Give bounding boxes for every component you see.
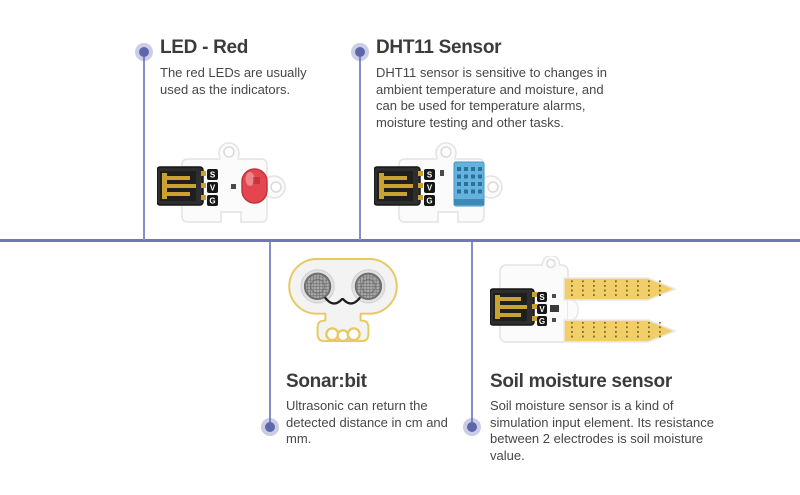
dht11-title: DHT11 Sensor [376,37,502,58]
svg-text:V: V [210,184,216,193]
led-timeline-dot [139,47,149,57]
soil-module-image: S V G [490,256,676,343]
led-connector [157,166,206,206]
svg-text:S: S [210,171,216,180]
dht11-connector [374,166,423,206]
sonar-module-image [288,258,398,343]
sonar-transducer-right [351,269,386,304]
dht11-description: DHT11 sensor is sensitive to changes in … [376,65,607,130]
soil-timeline-dot [467,422,477,432]
soil-description: Soil moisture sensor is a kind of simula… [490,398,714,463]
soil-connector [490,288,537,326]
svg-text:S: S [539,293,545,302]
timeline-horizontal-line [0,239,800,242]
led-branch-line [143,52,145,240]
svg-text:G: G [426,197,432,206]
led-pin-labels: S V G [207,169,218,206]
dht11-branch-line [359,52,361,240]
dht11-timeline-dot [355,47,365,57]
led-description: The red LEDs are usually used as the ind… [160,65,307,97]
sonar-smile [324,296,361,305]
sonar-transducer-left [300,269,335,304]
sonar-timeline-dot [265,422,275,432]
sonar-mounting-holes [325,327,361,343]
svg-text:S: S [427,171,433,180]
dht11-sensor-body [453,161,485,207]
sonar-description: Ultrasonic can return the detected dista… [286,398,448,446]
sonar-branch-line [269,242,271,422]
svg-text:G: G [209,197,215,206]
dht11-module-image: S V G [374,142,503,223]
soil-title: Soil moisture sensor [490,371,672,392]
led-module-image: S V G [157,142,286,223]
led-title: LED - Red [160,37,249,58]
svg-text:G: G [539,317,545,326]
sonar-title: Sonar:bit [286,371,367,392]
svg-text:V: V [427,184,433,193]
soil-branch-line [471,242,473,422]
soil-electrodes [563,277,676,343]
soil-pin-labels: S V G [537,292,547,326]
dht11-pin-labels: S V G [424,169,435,206]
svg-text:V: V [539,305,545,314]
red-led [241,168,268,204]
